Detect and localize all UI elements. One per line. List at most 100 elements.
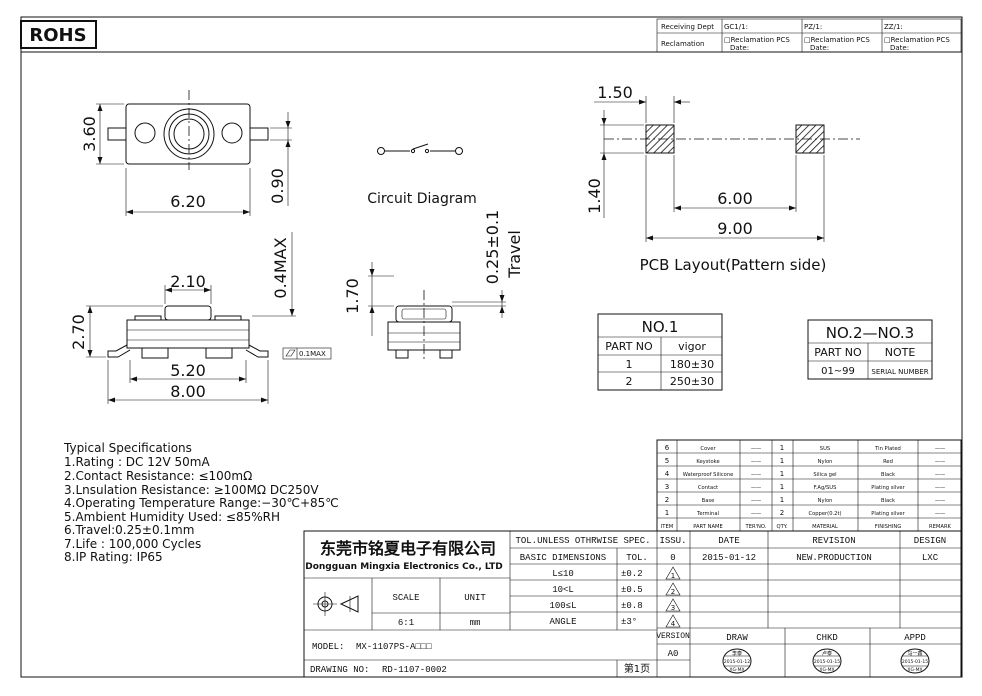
draw-label: DRAW [726,633,748,643]
no23-title: NO.2—NO.3 [826,324,914,342]
bom-cell: Cover [700,446,716,452]
gc-col: GC1/1: [724,23,748,31]
bom-header: FINISHING [875,524,902,530]
bom-cell: 1 [665,509,669,517]
dim-pcb-inner: 6.00 [717,189,753,208]
scale-label: SCALE [392,593,419,603]
bom-header: TER'NO. [745,524,767,530]
bom-cell: Copper(0.2t) [808,511,841,517]
model-value: MX-1107PS-A□□□ [356,642,432,652]
no1-r2-part: 2 [626,375,633,388]
bom-header: MATERIAL [812,524,838,530]
dim-top-height: 3.60 [80,116,99,152]
design-value: LXC [922,553,939,563]
reclamation-label: Reclamation [661,40,704,48]
dim-pcb-padh: 1.40 [585,178,604,214]
pz-col: PZ/1: [804,23,822,31]
stamp-chkd: 卢泰 2015-01-15 XG-MX [812,648,842,674]
no23-table: NO.2—NO.3 PART NO NOTE 01~99 SERIAL NUMB… [807,319,933,380]
bom-cell: —— [935,459,945,465]
version-value: A0 [668,649,679,659]
bom-cell: 6 [665,444,670,452]
dim-end-height: 1.70 [343,278,362,314]
stamp-appd-name: 马一鑫 [907,650,922,657]
pcb-layout: 1.50 1.40 6.00 9.00 PCB Layout(Pattern s… [585,83,860,274]
bom-cell: —— [751,485,761,491]
spec-line-2: 2.Contact Resistance: ≤100mΩ [64,469,252,483]
dim-top-lead: 0.90 [268,168,287,204]
bom-cell: 2 [665,496,669,504]
date-1: Date: [730,44,749,52]
tol-r4-range: ANGLE [549,617,576,627]
zz-col: ZZ/1: [884,23,903,31]
bom-cell: Tin Plated [874,446,901,452]
no1-table: NO.1 PART NO vigor 1 180±30 2 250±30 [597,313,723,391]
date-col-label: DATE [718,536,740,546]
date-value: 2015-01-12 [702,553,756,563]
bom-header: PART NAME [693,524,723,530]
stamp-chkd-code: XG-MX [819,667,834,673]
spec-line-5: 5.Ambient Humidity Used: ≤85%RH [64,510,280,524]
tol-r2-value: ±0.5 [621,585,643,595]
projection-symbol-icon [313,592,359,616]
flatness-value: 0.1MAX [299,350,326,358]
spec-line-7: 7.Life : 100,000 Cycles [64,537,201,551]
bom-cell: Terminal [696,511,719,517]
bom-cell: —— [935,472,945,478]
spec-line-6: 6.Travel:0.25±0.1mm [64,523,194,537]
bom-cell: 1 [780,457,784,465]
stamp-draw: 李泰 2015-01-12 XG-MX [722,648,752,674]
model-label: MODEL: [312,642,344,652]
bom-cell: Keystoke [696,459,719,465]
bom-cell: —— [751,498,761,504]
bom-header: QTY. [776,524,787,530]
bom-cell: Black [881,472,895,478]
rohs-badge [20,20,97,49]
bom-cell: Plating silver [871,485,905,491]
pcb-label: PCB Layout(Pattern side) [640,256,827,274]
bom-cell: —— [935,446,945,452]
scale-value: 6:1 [398,618,414,628]
no1-h-vigor: vigor [678,340,706,353]
stamp-draw-date: 2015-01-12 [724,659,750,665]
reclamation-pcs-1: □Reclamation PCS [724,36,790,44]
bom-cell: Nylon [818,459,833,465]
circuit-diagram: Circuit Diagram [367,143,477,207]
drawing-no-label: DRAWING NO: [310,665,369,675]
design-label: DESIGN [914,536,946,546]
end-view: 1.70 0.25±0.1 Travel [343,210,524,362]
tol-label: TOL. [626,553,648,563]
dim-top-width: 6.20 [170,192,206,211]
rev-mark-1: 1 [671,572,675,580]
no23-r1-part: 01~99 [821,366,855,377]
bom-cell: —— [751,511,761,517]
dim-side-height: 2.70 [69,314,88,350]
company-en: Dongguan Mingxia Electronics Co., LTD [305,562,502,572]
specs-title: Typical Specifications [63,441,192,455]
bom-cell: Waterproof Silicone [683,472,734,478]
dim-end-travel: 0.25±0.1 [483,210,502,284]
bom-cell: —— [935,511,945,517]
stamp-appd-code: XG-MX [907,667,922,673]
no23-h-part: PART NO [814,346,862,359]
date-3: Date: [890,44,909,52]
stamp-chkd-name: 卢泰 [822,650,832,657]
tol-r3-value: ±0.8 [621,601,643,611]
stamp-appd: 马一鑫 2015-01-15 XG-MX [900,648,930,674]
dim-side-inner: 5.20 [170,361,206,380]
no1-r1-vigor: 180±30 [670,358,714,371]
no1-h-part: PART NO [605,340,653,353]
side-view: 2.10 2.70 5.20 8.00 0.4MAX 0.1MAX [69,232,332,404]
spec-line-4: 4.Operating Temperature Range:−30℃+85℃ [64,496,339,510]
bom-cell: Plating silver [871,511,905,517]
bom-cell: 3 [665,483,669,491]
spec-line-3: 3.Lnsulation Resistance: ≥100MΩ DC250V [64,483,319,497]
bom-cell: 4 [665,470,670,478]
issu-value: 0 [670,553,675,563]
chkd-label: CHKD [816,633,838,643]
reclamation-block: Receiving Dept Reclamation GC1/1: PZ/1: … [656,18,962,53]
bom-cell: Red [883,459,893,465]
dim-pcb-outer: 9.00 [717,219,753,238]
rev-mark-4: 4 [671,620,676,628]
